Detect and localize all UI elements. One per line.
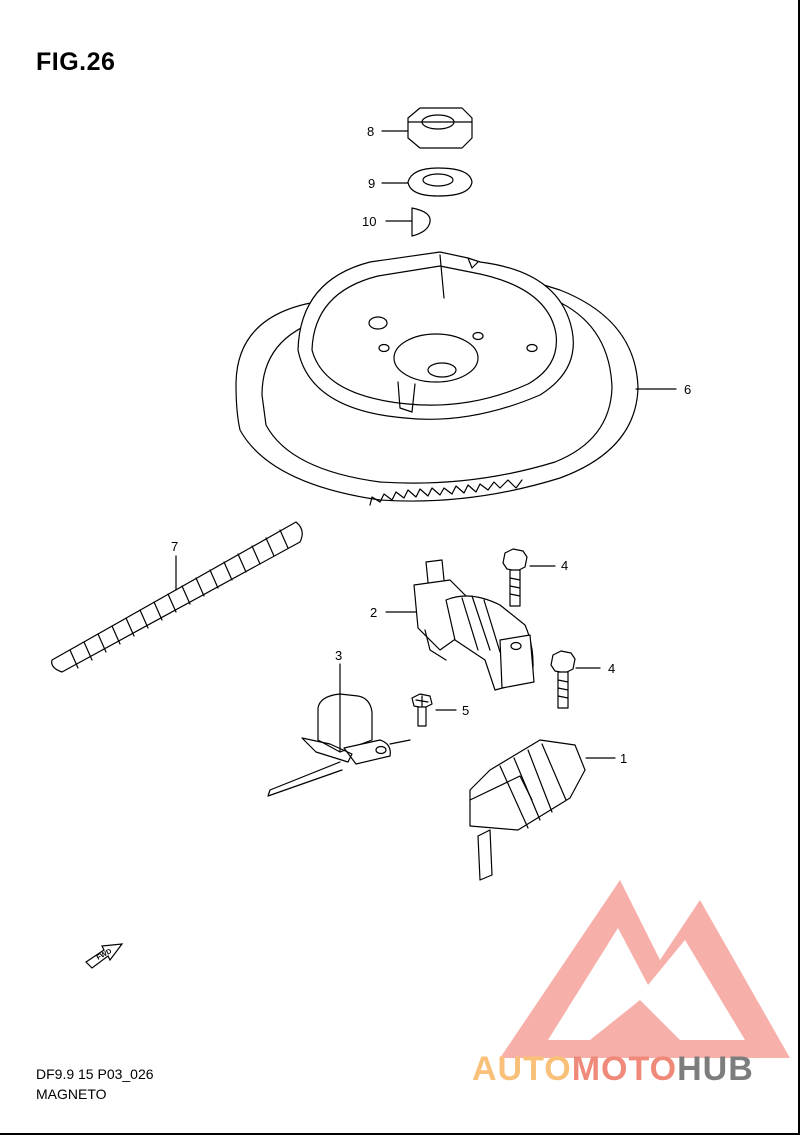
callout-3: 3 bbox=[335, 648, 342, 663]
part-6-flywheel bbox=[235, 251, 639, 506]
callout-10: 10 bbox=[362, 214, 376, 229]
part-3-cdi-unit bbox=[267, 693, 411, 797]
callout-2: 2 bbox=[370, 605, 377, 620]
part-4-bolt-lower bbox=[550, 650, 576, 709]
callout-9: 9 bbox=[368, 176, 375, 191]
callout-4-lower: 4 bbox=[608, 661, 615, 676]
part-5-screw bbox=[411, 693, 433, 727]
part-10-key bbox=[411, 207, 431, 237]
watermark-moto: MOTO bbox=[571, 1050, 678, 1088]
part-8-nut bbox=[407, 107, 473, 149]
callout-5: 5 bbox=[462, 703, 469, 718]
watermark-logo bbox=[500, 880, 790, 1058]
leader-lines bbox=[175, 130, 677, 759]
callout-1: 1 bbox=[620, 751, 627, 766]
watermark-auto: AUTO bbox=[472, 1050, 572, 1088]
callout-4-upper: 4 bbox=[561, 558, 568, 573]
figure-title: FIG.26 bbox=[36, 48, 116, 76]
part-2-pulser-coil bbox=[413, 559, 535, 691]
part-1-charging-coil bbox=[469, 739, 586, 881]
fwd-arrow-icon: FWD bbox=[85, 943, 124, 969]
diagram-code: DF9.9 15 P03_026 bbox=[36, 1066, 154, 1082]
part-9-washer bbox=[407, 167, 473, 197]
callout-6: 6 bbox=[684, 382, 691, 397]
part-4-bolt-upper bbox=[502, 548, 528, 607]
callout-8: 8 bbox=[367, 124, 374, 139]
part-7-spiral-tube bbox=[51, 521, 303, 673]
callout-7: 7 bbox=[171, 539, 178, 554]
watermark-text: AUTOMOTOHUB bbox=[472, 1050, 754, 1089]
watermark-hub: HUB bbox=[677, 1050, 754, 1088]
diagram-name: MAGNETO bbox=[36, 1086, 107, 1102]
